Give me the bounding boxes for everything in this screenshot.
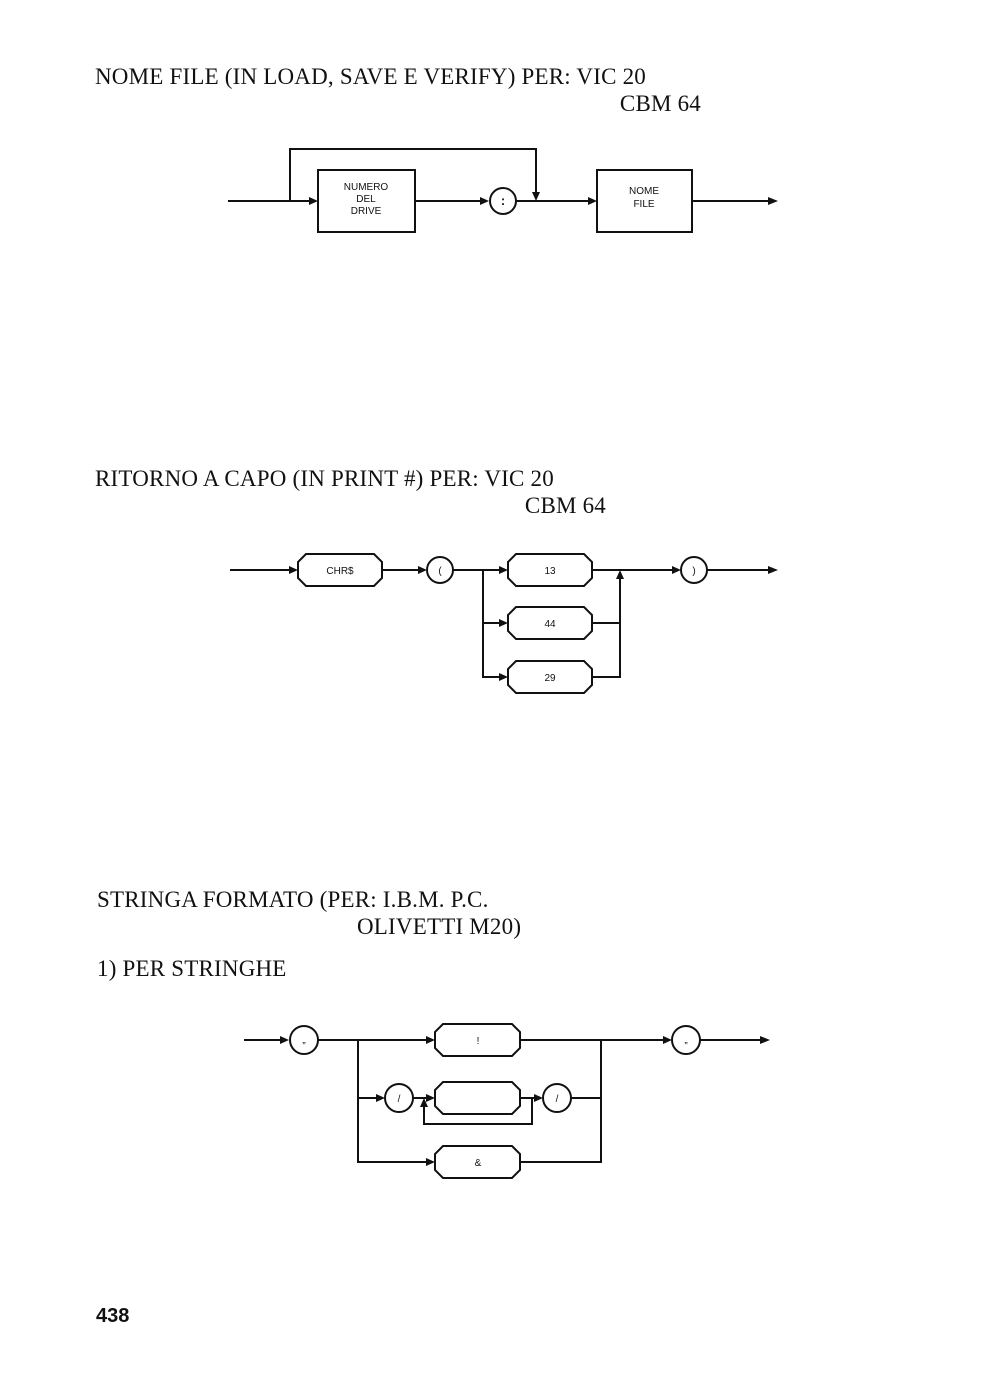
- section1-title-line2: CBM 64: [619, 91, 701, 116]
- ampersand-label: &: [475, 1158, 482, 1169]
- value-44-label: 44: [544, 619, 556, 630]
- drive-number-label-2: DEL: [356, 194, 376, 205]
- open-quote-label: „: [302, 1035, 305, 1046]
- section1-title: NOME FILE (IN LOAD, SAVE E VERIFY) PER: …: [95, 64, 646, 89]
- value-13-label: 13: [544, 566, 556, 577]
- value-29-label: 29: [544, 673, 556, 684]
- slash-right-label: /: [556, 1094, 559, 1105]
- close-quote-label: „: [684, 1035, 687, 1046]
- drive-number-label-1: NUMERO: [344, 182, 389, 193]
- file-name-label-1: NOME: [629, 186, 659, 197]
- section2-title: RITORNO A CAPO (IN PRINT #) PER: VIC 20: [95, 466, 554, 491]
- colon-label: :: [501, 193, 505, 208]
- spaces-box: [434, 1081, 521, 1115]
- drive-number-label-3: DRIVE: [351, 206, 382, 217]
- drive-number-box: [317, 169, 416, 233]
- section2-title-line2: CBM 64: [524, 493, 606, 518]
- value-44-box: [507, 606, 593, 640]
- value-13-box: [507, 553, 593, 587]
- close-paren-label: ): [692, 566, 695, 577]
- section3-subtitle: 1) PER STRINGHE: [97, 956, 287, 981]
- ampersand-box: [434, 1145, 521, 1179]
- chr-box: [297, 553, 383, 587]
- bang-box: [434, 1023, 521, 1057]
- section3-title-line2: OLIVETTI M20): [357, 914, 522, 939]
- section3-title: STRINGA FORMATO (PER: I.B.M. P.C.: [97, 887, 489, 912]
- chr-label: CHR$: [326, 566, 354, 577]
- file-name-label-2: FILE: [633, 199, 654, 210]
- page-number: 438: [96, 1305, 130, 1327]
- slash-left-label: /: [398, 1094, 401, 1105]
- open-paren-label: (: [438, 566, 442, 577]
- value-29-box: [507, 660, 593, 694]
- file-name-box: [596, 169, 693, 233]
- bang-label: !: [477, 1036, 480, 1047]
